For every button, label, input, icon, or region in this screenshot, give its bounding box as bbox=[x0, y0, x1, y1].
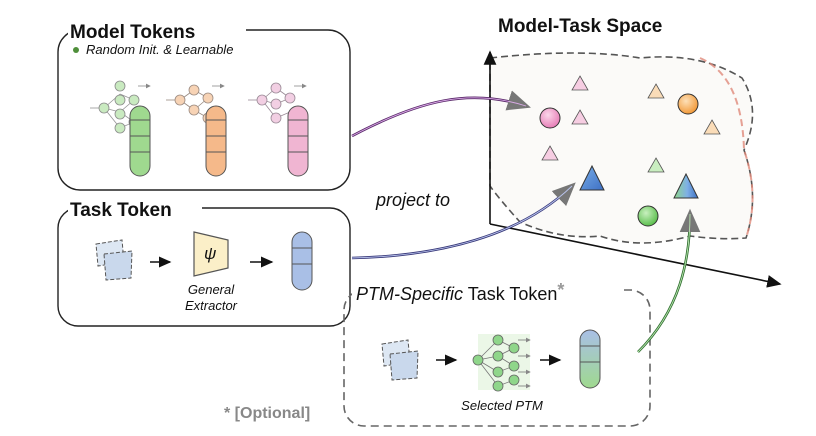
selected-ptm-network-icon bbox=[472, 334, 531, 392]
model-token-pink bbox=[248, 82, 309, 177]
extractor-label-line2: Extractor bbox=[185, 298, 238, 313]
ptm-image-stack-icon bbox=[381, 339, 419, 381]
ptm-task-token-panel: PTM-Specific Task Token* Selected PTM bbox=[343, 280, 651, 427]
model-point-green bbox=[637, 205, 659, 227]
task-point-pink bbox=[541, 145, 559, 161]
model-tokens-title: Model Tokens bbox=[70, 22, 195, 43]
task-point-pink bbox=[571, 75, 589, 91]
network-icon-orange bbox=[166, 89, 209, 119]
task-point-green bbox=[647, 157, 665, 173]
task-point-orange bbox=[703, 119, 721, 135]
task-token-panel: Task Token ψ General Extractor bbox=[57, 200, 351, 327]
model-point-orange bbox=[677, 93, 699, 115]
optional-note: * [Optional] bbox=[224, 405, 310, 422]
projection-arrows bbox=[351, 90, 701, 353]
model-token-green bbox=[90, 80, 151, 177]
model-point-pink bbox=[539, 107, 561, 129]
model-token-orange bbox=[166, 83, 227, 177]
space-title: Model-Task Space bbox=[498, 16, 662, 37]
general-extractor: ψ bbox=[193, 231, 229, 277]
task-token-bar bbox=[291, 231, 313, 291]
x-axis bbox=[489, 223, 782, 288]
task-token-title: Task Token bbox=[70, 200, 172, 221]
image-stack-icon bbox=[95, 239, 133, 281]
model-task-space: Model-Task Space bbox=[483, 16, 782, 288]
ptm-task-token-bar bbox=[579, 329, 601, 389]
selected-ptm-label: Selected PTM bbox=[461, 398, 543, 413]
task-point-orange bbox=[647, 83, 665, 99]
ptm-task-token-title: PTM-Specific Task Token* bbox=[356, 280, 564, 304]
extractor-label-line1: General bbox=[188, 282, 235, 297]
task-point-ptm bbox=[673, 172, 699, 199]
model-tokens-panel: Model Tokens Random Init. & Learnable bbox=[57, 22, 351, 191]
bullet-icon bbox=[73, 47, 79, 53]
task-point-blue bbox=[579, 164, 605, 191]
task-point-pink bbox=[571, 109, 589, 125]
model-tokens-note: Random Init. & Learnable bbox=[86, 42, 233, 57]
extractor-symbol: ψ bbox=[204, 244, 216, 263]
network-icon-green bbox=[90, 93, 135, 129]
project-to-label: project to bbox=[375, 190, 450, 210]
space-region bbox=[489, 52, 754, 244]
network-icon-pink bbox=[248, 87, 291, 119]
